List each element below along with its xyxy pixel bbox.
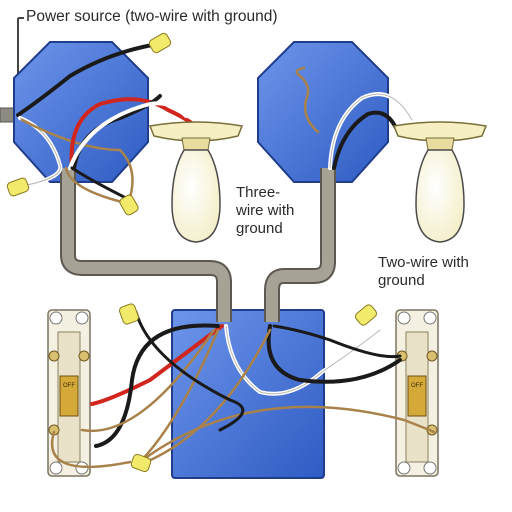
wire-nuts-left — [6, 32, 172, 216]
switch-box-middle — [171, 309, 325, 479]
three-wire-cable — [60, 168, 232, 322]
right-box-wires — [295, 66, 414, 170]
light-fixture-right — [392, 121, 488, 243]
switch-right: OFF — [395, 309, 439, 477]
switch-right-state: OFF — [411, 383, 423, 389]
three-wire-label: Three- wire with ground — [236, 184, 294, 238]
three-wire-label-line: Three- — [236, 184, 281, 201]
switch-left: OFF — [47, 309, 91, 477]
two-wire-label-line: Two-wire with — [378, 254, 469, 271]
ceiling-box-right — [257, 41, 389, 183]
two-wire-label-line: ground — [378, 272, 425, 289]
left-box-wires — [16, 42, 202, 206]
switch-left-state: OFF — [63, 383, 75, 389]
three-wire-label-line: ground — [236, 220, 283, 237]
light-fixture-left — [148, 121, 244, 243]
wire-nuts-middle — [119, 303, 378, 473]
power-source-label: Power source (two-wire with ground) — [26, 8, 278, 25]
middle-box-wires — [50, 310, 436, 469]
two-wire-label: Two-wire with ground — [378, 254, 469, 290]
two-wire-cable — [264, 168, 336, 322]
three-wire-label-line: wire with — [236, 202, 295, 219]
